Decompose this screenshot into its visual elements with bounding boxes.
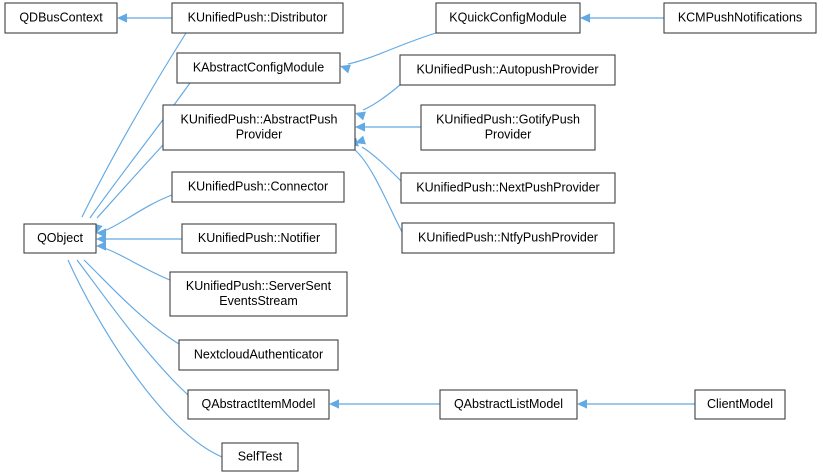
class-node-box[interactable] [176,52,341,84]
class-node-box[interactable] [221,442,299,472]
class-node-qobject[interactable]: QObject [23,223,97,254]
class-node-qabstractlistmodel[interactable]: QAbstractListModel [439,389,578,420]
class-node-label: KUnifiedPush::ServerSent [186,279,332,293]
edge-line [361,146,402,182]
inheritance-arrowhead [329,399,339,409]
class-node-label: KUnifiedPush::Notifier [198,231,320,245]
class-node-label: QAbstractItemModel [202,397,316,411]
edge-clientmodel-to-qabstractlistmodel [577,399,695,409]
edge-line [347,32,437,65]
class-node-kcmpushnotifications[interactable]: KCMPushNotifications [663,2,817,34]
class-node-notifier[interactable]: KUnifiedPush::Notifier [181,223,337,254]
inheritance-arrowhead [117,13,127,23]
class-node-label: KUnifiedPush::NtfyPushProvider [418,230,598,244]
class-node-ntfypushprovider[interactable]: KUnifiedPush::NtfyPushProvider [401,222,615,254]
edge-line [89,82,191,219]
class-node-label: Provider [485,127,532,141]
class-node-label: QAbstractListModel [454,397,563,411]
edge-line [103,194,173,232]
inheritance-arrowhead [96,228,106,238]
class-node-box[interactable] [401,222,615,254]
class-node-box[interactable] [435,2,581,34]
edge-gotifypushprovider-to-abstractpushprovider [355,122,421,132]
inheritance-arrowhead [577,399,587,409]
class-node-box[interactable] [439,389,578,420]
class-node-label: KAbstractConfigModule [193,60,324,74]
edge-nextpushprovider-to-abstractpushprovider [355,135,402,182]
class-node-box[interactable] [187,389,330,420]
class-node-box[interactable] [4,2,118,34]
class-node-box[interactable] [663,2,817,34]
edge-kcmpushnotifications-to-kquickconfigmodule [580,13,664,23]
class-node-label: KUnifiedPush::AbstractPush [180,112,337,126]
class-node-nextcloudauthenticator[interactable]: NextcloudAuthenticator [178,339,339,371]
edge-line [103,247,171,281]
inheritance-arrowhead [96,241,106,251]
class-node-box[interactable] [169,271,348,317]
edge-qabstractlistmodel-to-qabstractitemmodel [329,399,440,409]
class-node-qabstractitemmodel[interactable]: QAbstractItemModel [187,389,330,420]
edge-autopushprovider-to-abstractpushprovider [355,84,401,121]
class-node-label: KQuickConfigModule [449,10,566,24]
class-node-box[interactable] [171,171,345,203]
edges-layer [65,13,695,458]
edge-kquickconfigmodule-to-kabstractconfigmodule [340,32,437,74]
class-node-label: KUnifiedPush::NextPushProvider [416,180,599,194]
class-node-box[interactable] [420,104,596,151]
class-node-label: KUnifiedPush::GotifyPush [436,112,580,126]
class-node-label: KUnifiedPush::AutopushProvider [416,62,598,76]
class-node-box[interactable] [162,104,356,151]
edge-connector-to-qobject [96,194,173,238]
class-node-box[interactable] [400,172,616,204]
edge-line [81,32,187,218]
class-node-selftest[interactable]: SelfTest [221,442,299,472]
edge-line [67,259,223,458]
edge-distributor-to-qdbuscontext [117,13,172,23]
class-node-label: KUnifiedPush::Connector [188,179,328,193]
class-node-autopushprovider[interactable]: KUnifiedPush::AutopushProvider [399,54,616,86]
class-node-label: SelfTest [238,449,283,463]
class-node-box[interactable] [181,223,337,254]
inheritance-arrowhead [96,234,106,244]
class-node-label: KUnifiedPush::Distributor [188,10,328,24]
inheritance-arrowhead [355,122,365,132]
class-node-nextpushprovider[interactable]: KUnifiedPush::NextPushProvider [400,172,616,204]
class-node-qdbuscontext[interactable]: QDBusContext [4,2,118,34]
class-node-kquickconfigmodule[interactable]: KQuickConfigModule [435,2,581,34]
edge-ntfypushprovider-to-abstractpushprovider [348,137,403,233]
class-node-label: KCMPushNotifications [678,10,802,24]
class-node-label: QDBusContext [19,10,103,24]
class-node-label: Provider [236,127,283,141]
edge-line [362,84,401,111]
class-node-box[interactable] [399,54,616,86]
class-node-label: NextcloudAuthenticator [194,347,323,361]
edge-line [96,144,164,219]
edge-abstractpushprovider-to-qobject [92,144,164,233]
inheritance-arrowhead [340,64,351,74]
class-node-label: ClientModel [707,397,773,411]
nodes-layer: QDBusContext KUnifiedPush::Distributor KQu… [4,2,817,472]
class-node-box[interactable] [171,2,344,34]
class-node-kabstractconfigmodule[interactable]: KAbstractConfigModule [176,52,341,84]
class-node-distributor[interactable]: KUnifiedPush::Distributor [171,2,344,34]
inheritance-arrowhead [355,135,366,145]
edge-line [76,259,189,396]
class-node-box[interactable] [694,389,786,420]
class-node-connector[interactable]: KUnifiedPush::Connector [171,171,345,203]
class-node-box[interactable] [23,223,97,254]
inheritance-arrowhead [355,111,366,121]
class-node-label: EventsStream [219,294,298,308]
class-node-clientmodel[interactable]: ClientModel [694,389,786,420]
edge-line [354,149,403,233]
edge-serversenteventsstream-to-qobject [96,241,171,281]
class-node-label: QObject [37,231,83,245]
edge-line [83,259,180,345]
edge-notifier-to-qobject [96,234,182,244]
class-node-box[interactable] [178,339,339,371]
inheritance-arrowhead [580,13,590,23]
